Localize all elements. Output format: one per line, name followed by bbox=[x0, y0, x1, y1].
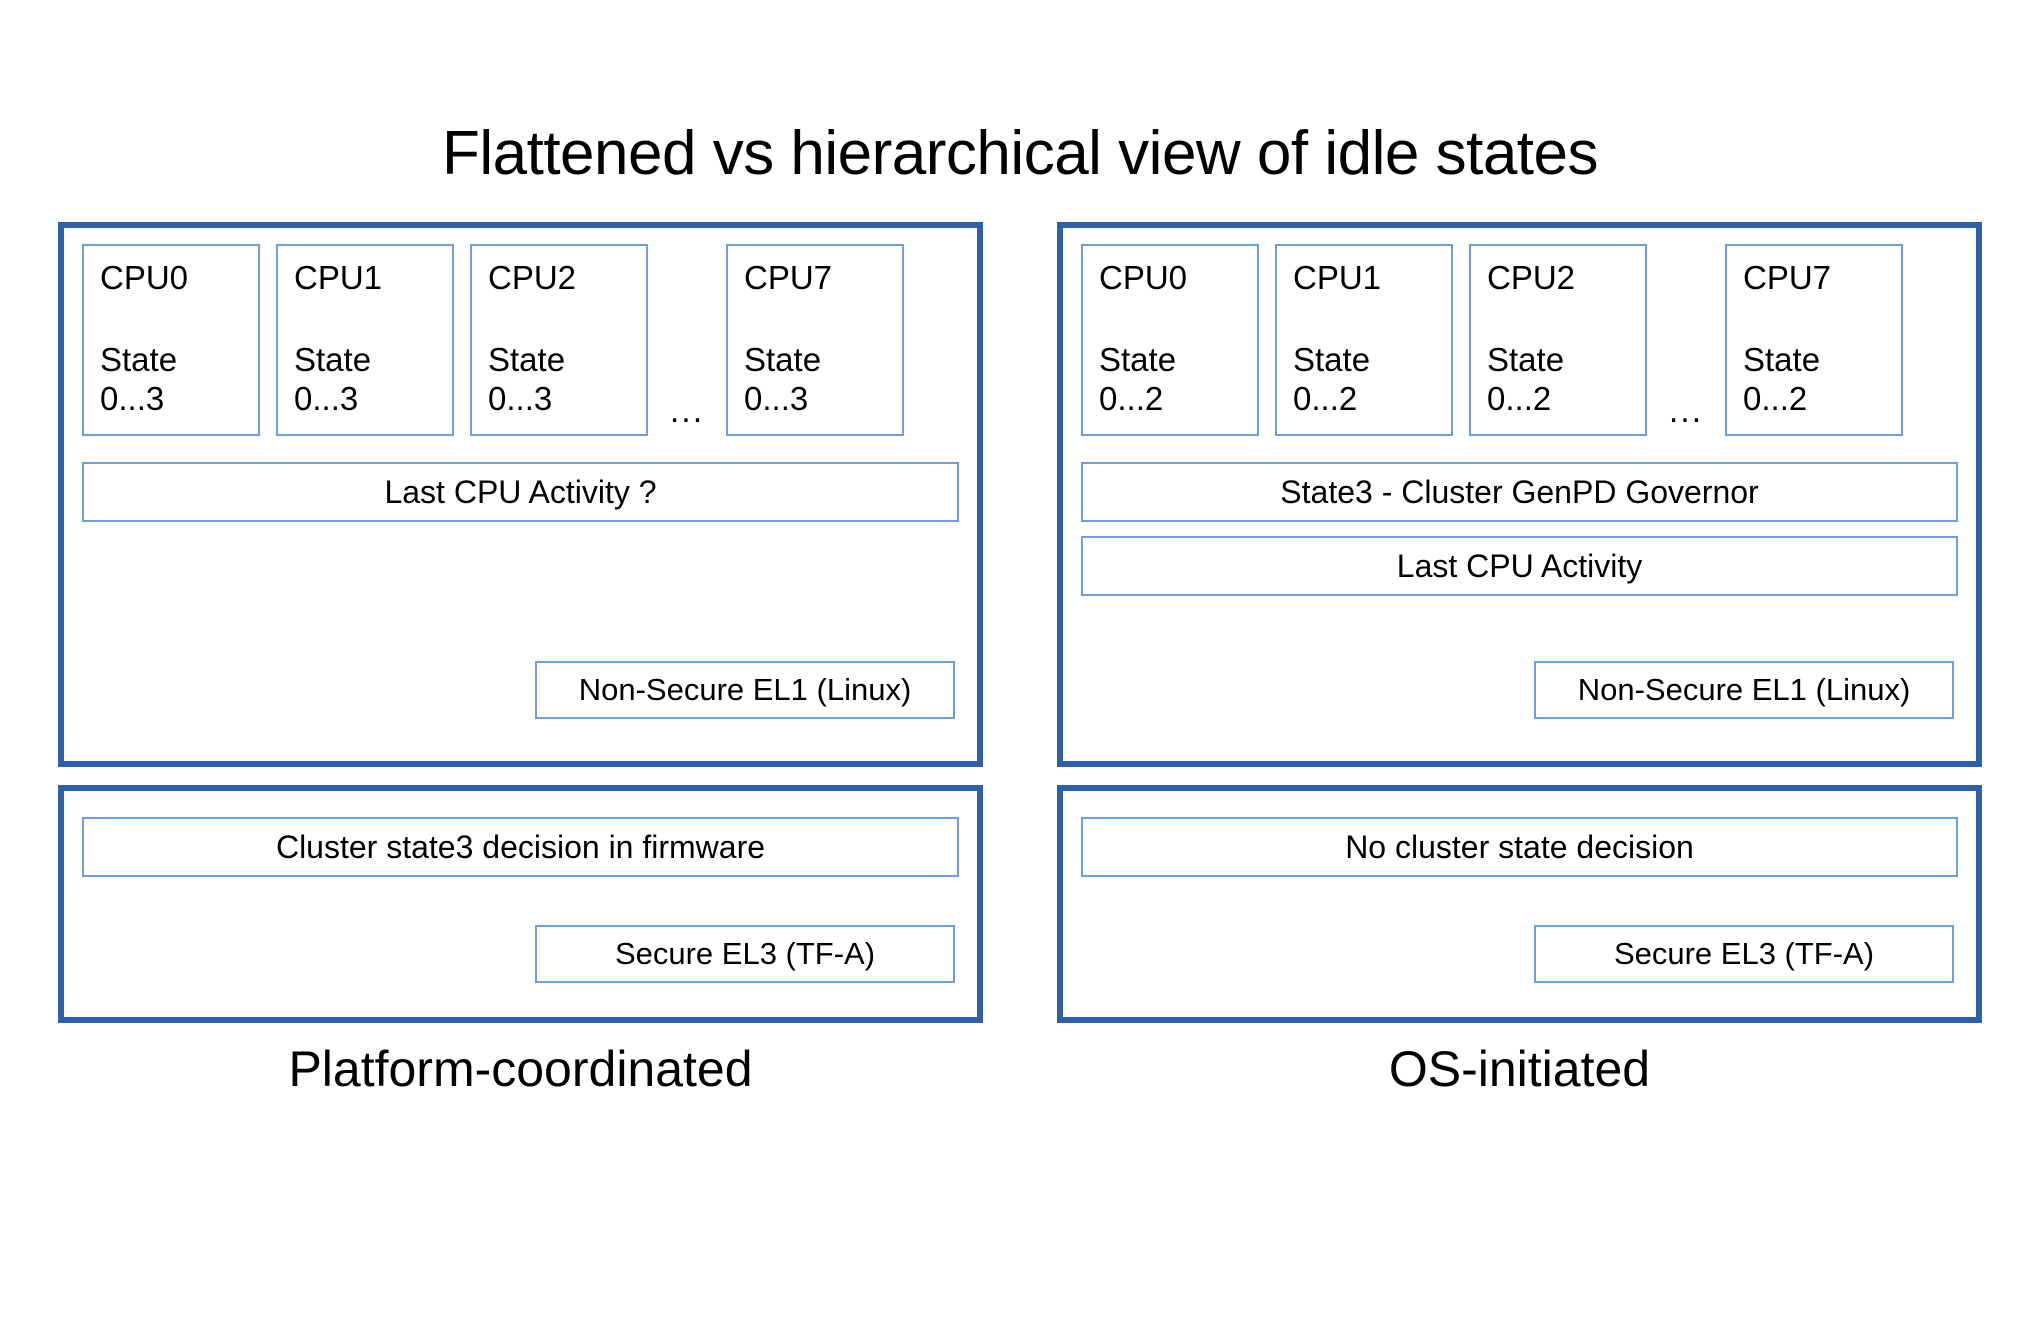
right-non-secure-el1-tag: Non-Secure EL1 (Linux) bbox=[1534, 661, 1954, 719]
left-cpu-box-0: CPU0 State 0...3 bbox=[82, 244, 260, 436]
cpu-state-word: State bbox=[1487, 341, 1565, 378]
page-title: Flattened vs hierarchical view of idle s… bbox=[441, 119, 1599, 188]
cpu-state-word: State bbox=[1743, 341, 1821, 378]
cpu-state: State 0...3 bbox=[294, 340, 452, 418]
left-last-cpu-activity-bar: Last CPU Activity ? bbox=[82, 462, 959, 522]
cpu-label: CPU2 bbox=[488, 259, 577, 296]
cpu-label: CPU0 bbox=[100, 259, 189, 296]
left-non-secure-el1-tag: Non-Secure EL1 (Linux) bbox=[535, 661, 955, 719]
left-cpu-ellipsis: ... bbox=[669, 392, 705, 430]
left-os-panel: CPU0 State 0...3 CPU1 State 0...3 CPU2 S… bbox=[58, 222, 983, 767]
left-secure-el3-tag: Secure EL3 (TF-A) bbox=[535, 925, 955, 983]
cpu-state-word: State bbox=[744, 341, 822, 378]
left-cpu-row: CPU0 State 0...3 CPU1 State 0...3 CPU2 S… bbox=[64, 228, 977, 436]
left-firmware-panel: Cluster state3 decision in firmware Secu… bbox=[58, 785, 983, 1023]
cpu-state-range: 0...3 bbox=[100, 380, 165, 417]
cpu-state-word: State bbox=[1099, 341, 1177, 378]
right-panel-caption: OS-initiated bbox=[1388, 1041, 1651, 1097]
right-last-cpu-activity-bar: Last CPU Activity bbox=[1081, 536, 1958, 596]
left-cpu-box-2: CPU2 State 0...3 bbox=[470, 244, 648, 436]
platform-coordinated-column: CPU0 State 0...3 CPU1 State 0...3 CPU2 S… bbox=[58, 222, 983, 1023]
cpu-state-range: 0...3 bbox=[744, 380, 809, 417]
right-firmware-panel: No cluster state decision Secure EL3 (TF… bbox=[1057, 785, 1982, 1023]
cpu-state-word: State bbox=[294, 341, 372, 378]
right-os-panel: CPU0 State 0...2 CPU1 State 0...2 CPU2 S… bbox=[1057, 222, 1982, 767]
cpu-state: State 0...3 bbox=[100, 340, 258, 418]
cpu-state: State 0...2 bbox=[1293, 340, 1451, 418]
cpu-state-range: 0...3 bbox=[294, 380, 359, 417]
right-cpu-box-2: CPU2 State 0...2 bbox=[1469, 244, 1647, 436]
left-panel-caption: Platform-coordinated bbox=[288, 1041, 753, 1097]
cpu-state: State 0...2 bbox=[1099, 340, 1257, 418]
right-cpu-box-7: CPU7 State 0...2 bbox=[1725, 244, 1903, 436]
cpu-state-word: State bbox=[488, 341, 566, 378]
cpu-state-range: 0...2 bbox=[1099, 380, 1164, 417]
right-cpu-box-1: CPU1 State 0...2 bbox=[1275, 244, 1453, 436]
cpu-state: State 0...3 bbox=[744, 340, 902, 418]
os-initiated-column: CPU0 State 0...2 CPU1 State 0...2 CPU2 S… bbox=[1057, 222, 1982, 1023]
cpu-label: CPU2 bbox=[1487, 259, 1576, 296]
cpu-state-word: State bbox=[1293, 341, 1371, 378]
cpu-state-range: 0...3 bbox=[488, 380, 553, 417]
right-cpu-box-0: CPU0 State 0...2 bbox=[1081, 244, 1259, 436]
right-secure-el3-tag: Secure EL3 (TF-A) bbox=[1534, 925, 1954, 983]
cpu-state: State 0...3 bbox=[488, 340, 646, 418]
cpu-state-range: 0...2 bbox=[1293, 380, 1358, 417]
right-no-cluster-decision-bar: No cluster state decision bbox=[1081, 817, 1958, 877]
cpu-state-word: State bbox=[100, 341, 178, 378]
cpu-state: State 0...2 bbox=[1743, 340, 1901, 418]
right-cluster-genpd-governor-bar: State3 - Cluster GenPD Governor bbox=[1081, 462, 1958, 522]
cpu-state-range: 0...2 bbox=[1487, 380, 1552, 417]
cpu-label: CPU7 bbox=[744, 259, 833, 296]
cpu-label: CPU7 bbox=[1743, 259, 1832, 296]
cpu-state: State 0...2 bbox=[1487, 340, 1645, 418]
cpu-state-range: 0...2 bbox=[1743, 380, 1808, 417]
cpu-label: CPU1 bbox=[1293, 259, 1382, 296]
left-cpu-box-7: CPU7 State 0...3 bbox=[726, 244, 904, 436]
cpu-label: CPU0 bbox=[1099, 259, 1188, 296]
left-cpu-box-1: CPU1 State 0...3 bbox=[276, 244, 454, 436]
right-cpu-row: CPU0 State 0...2 CPU1 State 0...2 CPU2 S… bbox=[1063, 228, 1976, 436]
right-cpu-ellipsis: ... bbox=[1668, 392, 1704, 430]
cpu-label: CPU1 bbox=[294, 259, 383, 296]
left-cluster-decision-bar: Cluster state3 decision in firmware bbox=[82, 817, 959, 877]
